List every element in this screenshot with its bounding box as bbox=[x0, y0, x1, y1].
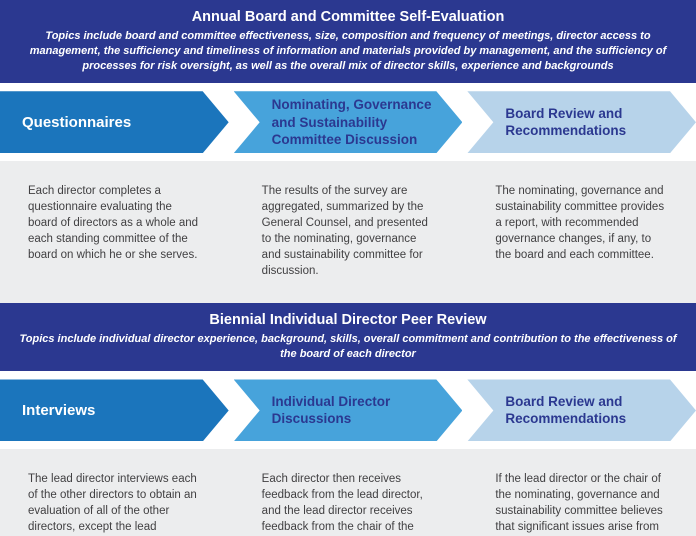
biennial-peer-review-section: Biennial Individual Director Peer Review… bbox=[0, 302, 696, 536]
annual-self-evaluation-section: Annual Board and Committee Self-Evaluati… bbox=[0, 0, 696, 303]
annual-process-steps: Questionnaires Nominating, Governance an… bbox=[0, 83, 696, 162]
step-committee-discussion-label: Nominating, Governance and Sustainabilit… bbox=[271, 97, 432, 147]
step-board-review-arrow: Board Review and Recommendations bbox=[467, 379, 696, 441]
step-interviews-label: Interviews bbox=[22, 401, 96, 419]
biennial-peer-review-header: Biennial Individual Director Peer Review… bbox=[0, 302, 696, 372]
biennial-step-descriptions: The lead director interviews each of the… bbox=[0, 449, 696, 536]
step-board-review-label: Board Review and Recommendations bbox=[505, 106, 627, 139]
step-committee-discussion-arrow: Nominating, Governance and Sustainabilit… bbox=[234, 91, 463, 153]
step-board-review-arrow: Board Review and Recommendations bbox=[467, 91, 696, 153]
section-topics: Topics include individual director exper… bbox=[19, 333, 677, 360]
step-board-review-label: Board Review and Recommendations bbox=[505, 394, 627, 427]
annual-self-evaluation-header: Annual Board and Committee Self-Evaluati… bbox=[0, 0, 696, 84]
section-topics: Topics include board and committee effec… bbox=[29, 30, 667, 72]
step-director-discussions-description: Each director then receives feedback fro… bbox=[261, 472, 423, 534]
step-board-review-description: If the lead director or the chair of the… bbox=[495, 472, 663, 534]
step-questionnaires-description: Each director completes a questionnaire … bbox=[28, 184, 199, 262]
step-questionnaires-arrow: Questionnaires bbox=[0, 91, 229, 153]
step-interviews-description: The lead director interviews each of the… bbox=[28, 472, 197, 534]
section-title: Biennial Individual Director Peer Review bbox=[209, 311, 487, 328]
section-title: Annual Board and Committee Self-Evaluati… bbox=[191, 9, 505, 25]
step-questionnaires-label: Questionnaires bbox=[22, 113, 132, 131]
biennial-process-steps: Interviews Individual Director Discussio… bbox=[0, 371, 696, 450]
step-committee-discussion-description: The results of the survey are aggregated… bbox=[261, 184, 428, 278]
step-director-discussions-label: Individual Director Discussions bbox=[271, 394, 391, 427]
step-director-discussions-arrow: Individual Director Discussions bbox=[234, 379, 463, 441]
annual-step-descriptions: Each director completes a questionnaire … bbox=[0, 161, 696, 303]
step-interviews-arrow: Interviews bbox=[0, 379, 229, 441]
step-board-review-description: The nominating, governance and sustainab… bbox=[495, 184, 665, 262]
